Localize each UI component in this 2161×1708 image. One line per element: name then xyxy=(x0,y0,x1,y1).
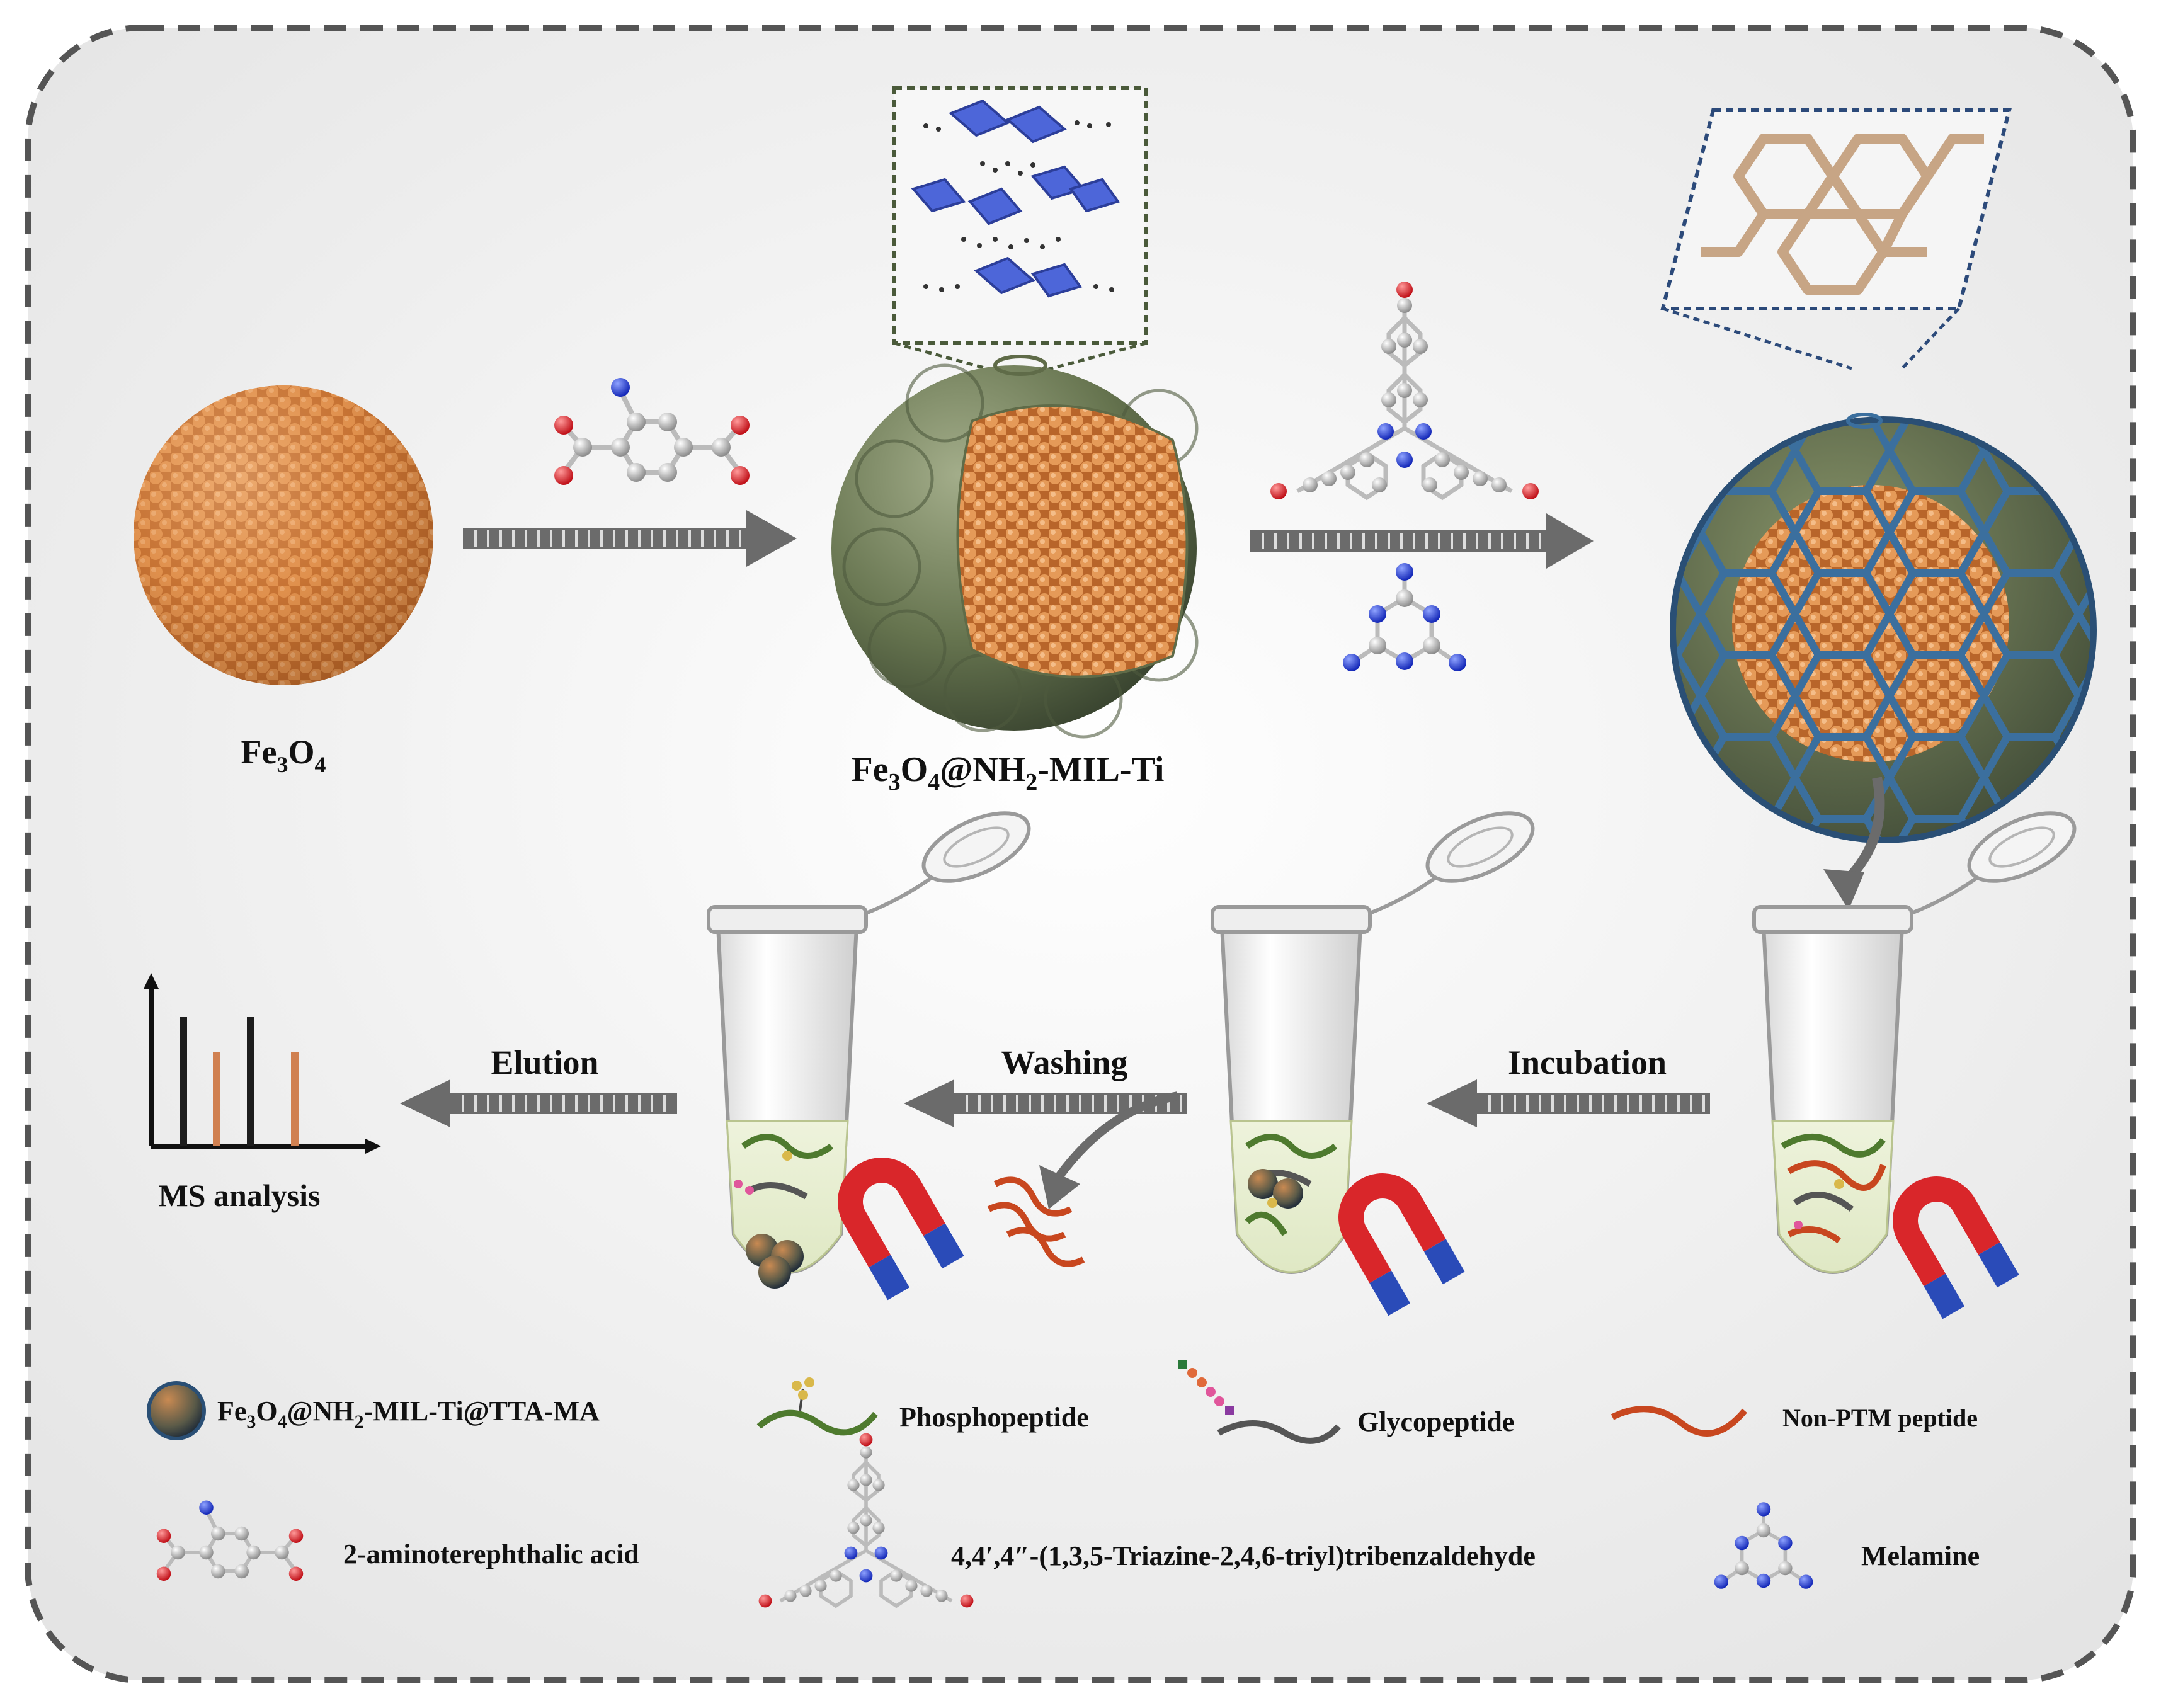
legend-glycopeptide-label: Glycopeptide xyxy=(1357,1406,1514,1437)
background-frame xyxy=(25,25,2136,1683)
legend-non-ptm-label: Non-PTM peptide xyxy=(1782,1404,1978,1432)
tta-molecule-top xyxy=(1270,282,1539,501)
bar-spectrum-icon xyxy=(144,973,381,1154)
washed-non-ptm-peptides xyxy=(987,1091,1179,1267)
arrow-elution xyxy=(400,1079,677,1127)
arrow-to-tube xyxy=(1823,777,1885,910)
fe3o4-particle xyxy=(134,385,433,685)
fe3o4-label: Fe3O4 xyxy=(241,733,326,777)
arrow-incubation xyxy=(1427,1079,1710,1127)
magnet-icon xyxy=(1893,1176,2019,1319)
magnet-icon xyxy=(1338,1173,1465,1316)
legend: Fe3O4@NH2-MIL-Ti@TTA-MA Phosphopeptide G… xyxy=(147,1360,1980,1608)
arrow-synthesis-2 xyxy=(1250,513,1594,569)
legend-melamine-icon xyxy=(1714,1502,1813,1589)
legend-non-ptm-icon xyxy=(1611,1406,1747,1437)
aminoterephthalic-molecule-top xyxy=(554,378,750,485)
melamine-molecule-top xyxy=(1343,563,1466,671)
incubation-label: Incubation xyxy=(1508,1044,1667,1081)
ms-analysis-label: MS analysis xyxy=(158,1178,320,1213)
legend-tta-label: 4,4′,4″-(1,3,5-Triazine-2,4,6-triyl)trib… xyxy=(951,1540,1536,1571)
fe3o4-mil-ti-label: Fe3O4@NH2-MIL-Ti xyxy=(852,750,1165,795)
legend-melamine-label: Melamine xyxy=(1861,1540,1980,1571)
washing-label: Washing xyxy=(1001,1044,1127,1081)
legend-aminoterephthalic-icon xyxy=(156,1500,304,1581)
legend-phosphopeptide-label: Phosphopeptide xyxy=(899,1402,1089,1433)
elution-label: Elution xyxy=(491,1044,598,1081)
magnet-icon xyxy=(838,1158,964,1301)
legend-phosphopeptide-icon xyxy=(756,1377,878,1436)
centrifuge-tube-icon xyxy=(707,811,1031,1289)
legend-composite-label: Fe3O4@NH2-MIL-Ti@TTA-MA xyxy=(217,1396,600,1432)
legend-glycopeptide-icon xyxy=(1178,1360,1341,1444)
legend-aminoterephthalic-label: 2-aminoterephthalic acid xyxy=(343,1539,639,1569)
legend-tta-icon xyxy=(758,1433,974,1608)
legend-composite-icon xyxy=(147,1381,206,1440)
fe3o4-mil-ti-particle xyxy=(831,355,1199,739)
cof-structure-inset xyxy=(1660,108,2012,370)
arrow-synthesis-1 xyxy=(463,510,797,567)
centrifuge-tube-icon xyxy=(1752,811,2077,1274)
mil-ti-structure-inset xyxy=(892,86,1148,373)
fe3o4-mil-ti-tta-ma-particle xyxy=(1670,413,2097,843)
centrifuge-tube-icon xyxy=(1211,811,1535,1274)
